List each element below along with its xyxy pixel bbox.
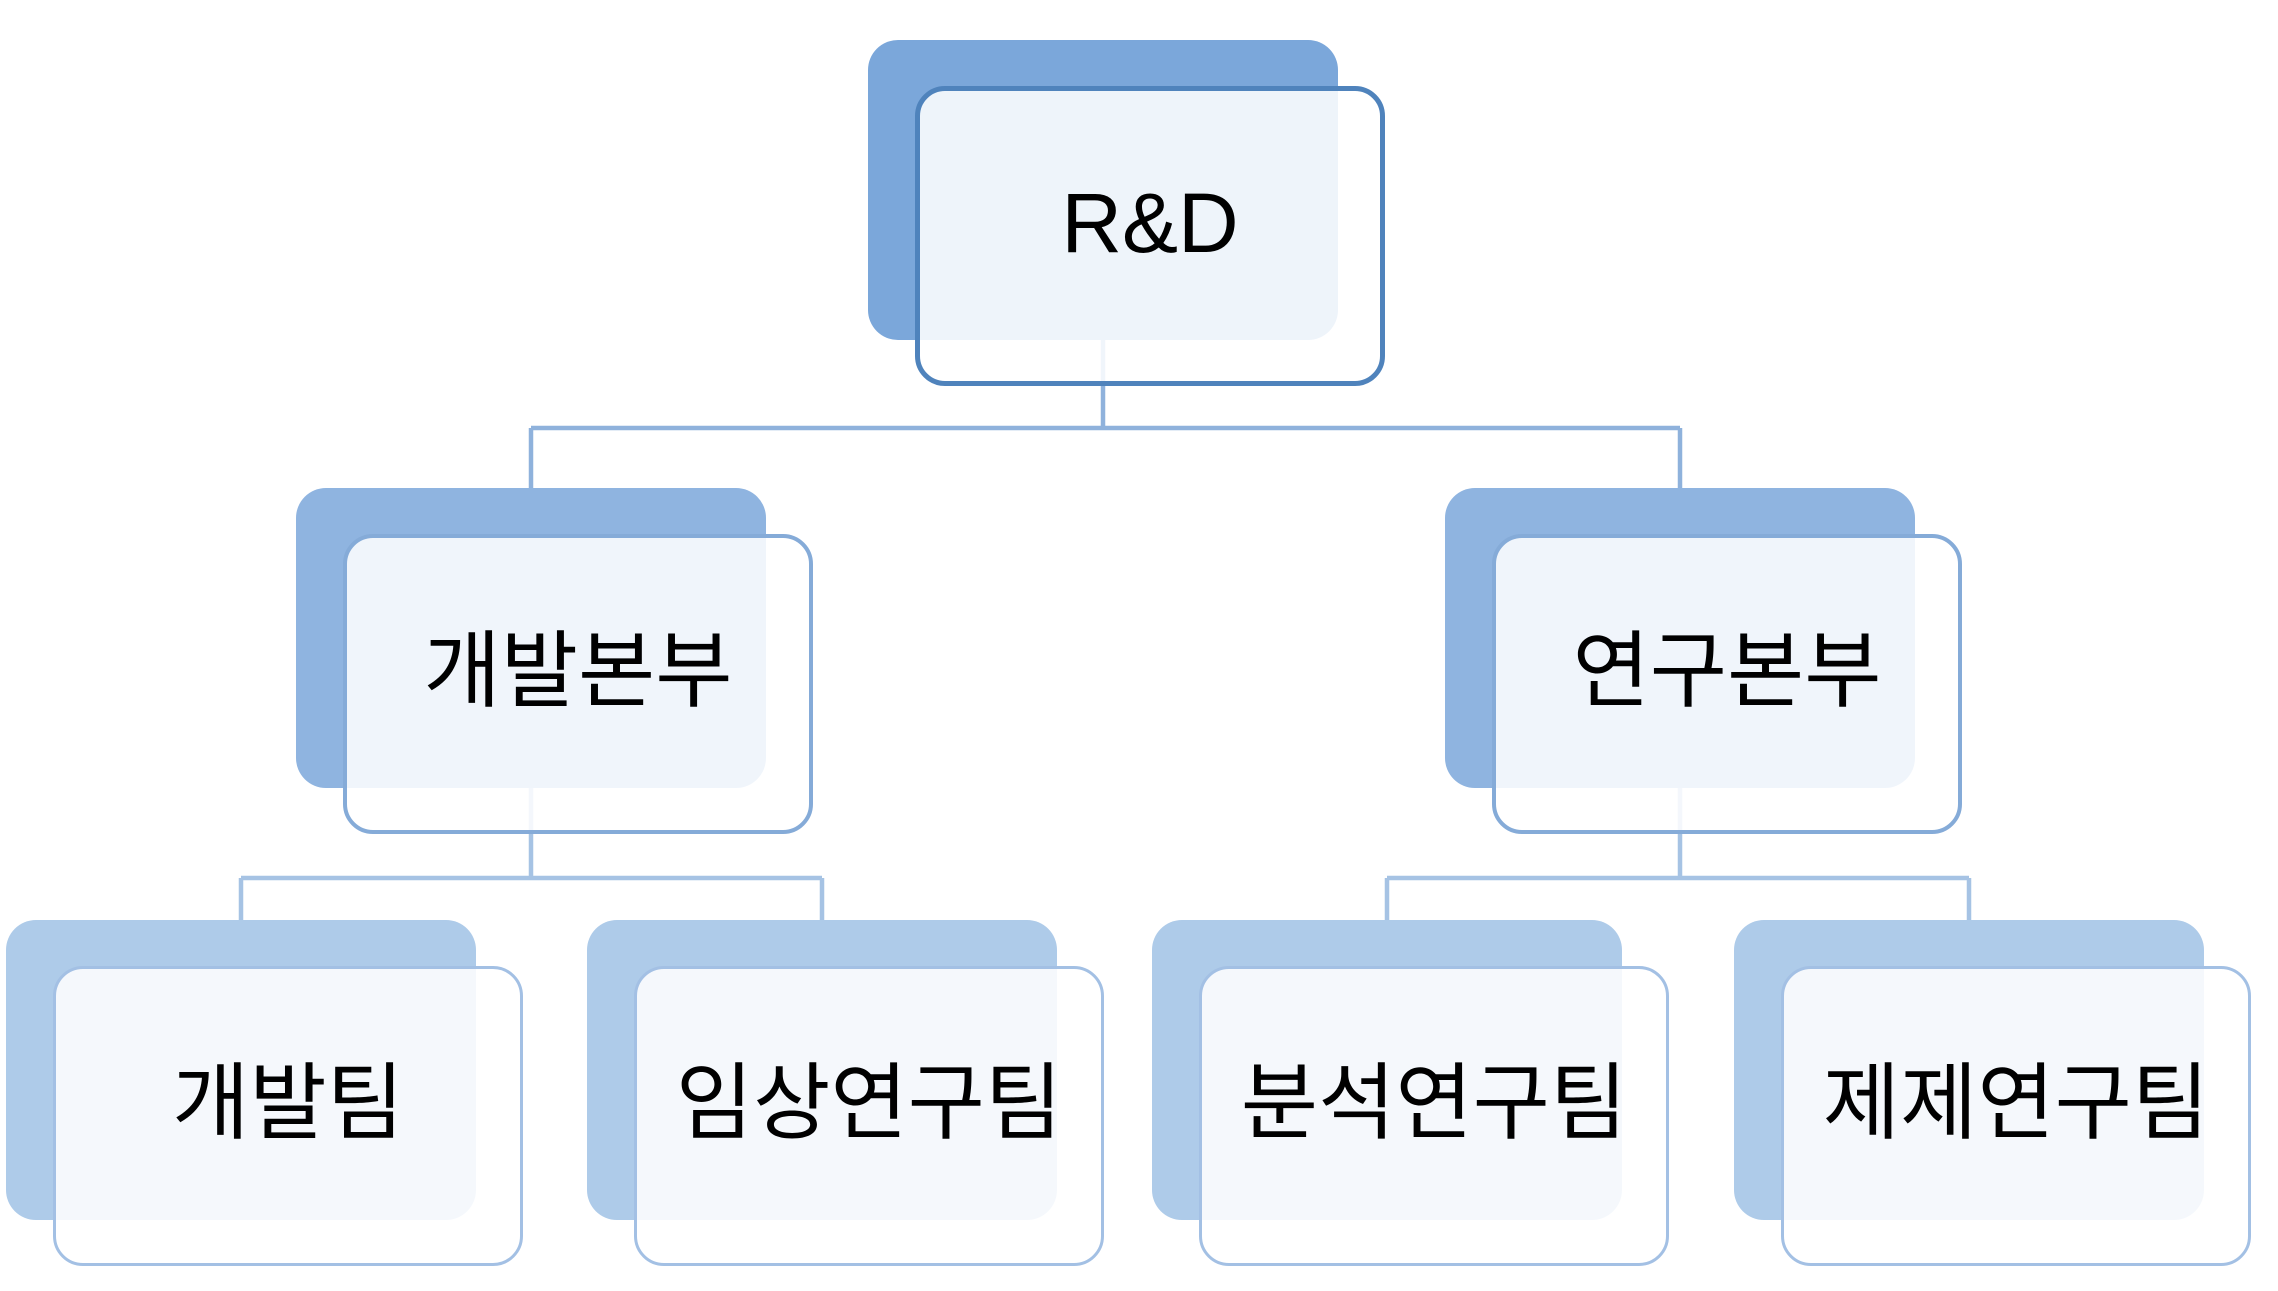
node-card: 연구본부 <box>1492 534 1962 834</box>
org-node-clinical-team: 임상연구팀 <box>587 920 1104 1266</box>
node-label-analysis-team: 분석연구팀 <box>1240 1055 1628 1150</box>
org-node-dev-team: 개발팀 <box>6 920 523 1266</box>
org-node-rd: R&D <box>868 40 1385 386</box>
node-label-rd: R&D <box>1061 175 1239 270</box>
org-node-analysis-team: 분석연구팀 <box>1152 920 1669 1266</box>
node-label-dev-hq: 개발본부 <box>423 623 733 718</box>
node-label-clinical-team: 임상연구팀 <box>675 1055 1063 1150</box>
node-card: 분석연구팀 <box>1199 966 1669 1266</box>
org-node-dev-hq: 개발본부 <box>296 488 813 834</box>
node-label-research-hq: 연구본부 <box>1572 623 1882 718</box>
node-card: R&D <box>915 86 1385 386</box>
node-label-dev-team: 개발팀 <box>172 1055 404 1150</box>
node-card: 제제연구팀 <box>1781 966 2251 1266</box>
node-card: 임상연구팀 <box>634 966 1104 1266</box>
node-card: 개발팀 <box>53 966 523 1266</box>
org-node-research-hq: 연구본부 <box>1445 488 1962 834</box>
org-node-formulation-team: 제제연구팀 <box>1734 920 2251 1266</box>
node-card: 개발본부 <box>343 534 813 834</box>
node-label-formulation-team: 제제연구팀 <box>1822 1055 2210 1150</box>
